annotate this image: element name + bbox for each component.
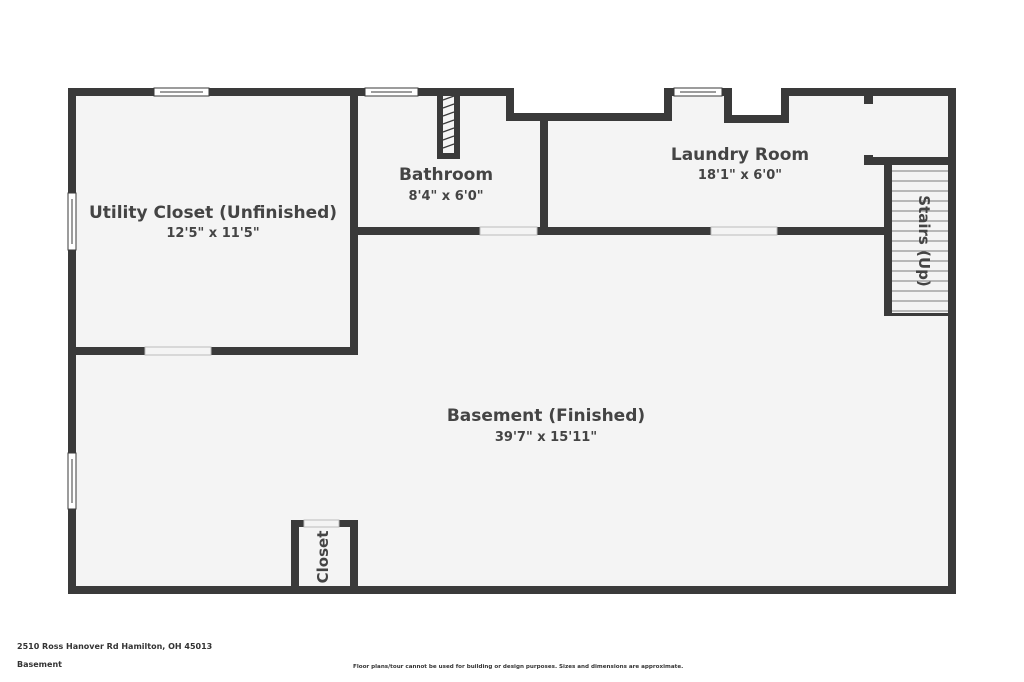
stair-treads xyxy=(892,170,948,312)
outer-wall-notch-bottom xyxy=(506,113,672,121)
outer-wall-left xyxy=(68,88,76,594)
bathroom-right-wall xyxy=(540,117,548,234)
bathroom-chase-left xyxy=(437,92,443,159)
closet-left-wall xyxy=(291,520,299,590)
utility-closet-bottom-wall xyxy=(72,347,358,355)
outer-wall-top-left xyxy=(68,88,514,96)
window-panes xyxy=(71,91,716,503)
outer-wall-bottom xyxy=(68,586,956,594)
stairs-label: Stairs (Up) xyxy=(915,195,933,286)
door-openings xyxy=(144,226,778,528)
floor-level-label: Basement xyxy=(17,660,62,669)
closet-right-wall xyxy=(350,520,358,590)
laundry-stub-lower xyxy=(864,155,873,165)
bathroom-bottom-wall xyxy=(354,227,546,235)
closet-label: Closet xyxy=(314,531,332,584)
outer-wall-notch2-right xyxy=(781,88,789,123)
utility-door-opening xyxy=(144,346,212,356)
laundry-stair-top-wall xyxy=(864,157,952,165)
laundry-door-opening xyxy=(710,226,778,236)
utility-closet-label: Utility Closet (Unfinished) xyxy=(89,203,337,223)
bathroom-chase-bottom xyxy=(437,153,460,159)
laundry-room-dimensions: 18'1" x 6'0" xyxy=(698,168,782,183)
bathroom-chase-right xyxy=(454,92,460,159)
chase-hatch xyxy=(442,95,455,149)
laundry-room-label: Laundry Room xyxy=(671,145,809,165)
utility-closet-dimensions: 12'5" x 11'5" xyxy=(166,226,259,241)
stairs-left-wall xyxy=(884,157,892,316)
basement-dimensions: 39'7" x 15'11" xyxy=(495,430,597,445)
laundry-stub xyxy=(864,92,873,104)
basement-label: Basement (Finished) xyxy=(447,406,645,426)
outer-wall-notch2-bottom xyxy=(724,115,789,123)
disclaimer-text: Floor plans/tour cannot be used for buil… xyxy=(353,664,684,670)
property-address: 2510 Ross Hanover Rd Hamilton, OH 45013 xyxy=(17,642,213,651)
floor-area xyxy=(72,92,951,589)
outer-wall-notch-right xyxy=(664,88,672,121)
closet-door-opening xyxy=(303,519,340,528)
bathroom-label: Bathroom xyxy=(399,165,493,185)
utility-closet-right-wall xyxy=(350,92,358,355)
outer-wall-notch2-left xyxy=(724,88,732,123)
stair-landing-edge xyxy=(892,313,948,316)
outer-wall-right xyxy=(948,88,956,594)
bathroom-dimensions: 8'4" x 6'0" xyxy=(408,189,483,204)
bathroom-door-opening xyxy=(479,226,538,236)
outer-wall-notch-left xyxy=(506,88,514,120)
